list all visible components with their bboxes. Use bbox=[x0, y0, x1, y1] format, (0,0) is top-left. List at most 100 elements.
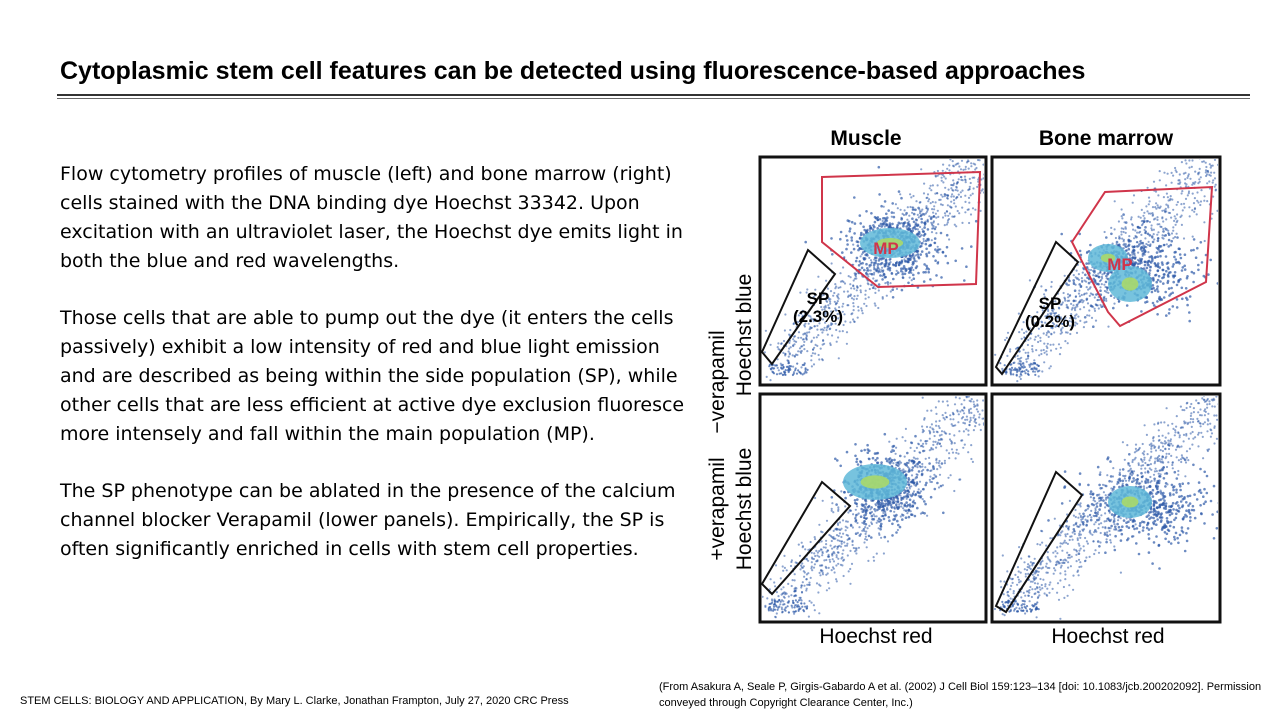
density-core bbox=[1100, 253, 1116, 263]
event-dot bbox=[869, 508, 872, 511]
event-dot bbox=[1153, 238, 1156, 241]
event-dot bbox=[1041, 321, 1044, 324]
event-dot bbox=[1213, 146, 1215, 148]
event-dot bbox=[905, 464, 908, 467]
event-dot bbox=[967, 208, 970, 211]
event-dot bbox=[914, 224, 917, 227]
event-dot bbox=[836, 551, 839, 554]
event-dot bbox=[1141, 249, 1144, 253]
event-dot bbox=[835, 328, 838, 332]
event-dot bbox=[882, 217, 885, 220]
event-dot bbox=[1085, 262, 1088, 265]
event-dot bbox=[854, 532, 858, 535]
event-dot bbox=[1016, 576, 1020, 579]
event-dot bbox=[953, 202, 956, 205]
event-dot bbox=[889, 290, 892, 293]
event-dot bbox=[1210, 164, 1213, 167]
event-dot bbox=[1165, 269, 1168, 273]
event-dot bbox=[960, 159, 964, 162]
event-dot bbox=[895, 437, 898, 440]
event-dot bbox=[905, 486, 908, 489]
event-dot bbox=[1156, 239, 1160, 243]
event-dot bbox=[886, 216, 889, 219]
event-dot bbox=[798, 347, 802, 350]
event-dot bbox=[897, 221, 901, 225]
event-dot bbox=[1025, 330, 1028, 333]
event-dot bbox=[1030, 368, 1033, 371]
event-dot bbox=[1154, 206, 1157, 209]
event-dot bbox=[847, 275, 850, 278]
event-dot bbox=[912, 212, 916, 216]
event-dot bbox=[1131, 201, 1134, 204]
event-dot bbox=[878, 193, 881, 196]
event-dot bbox=[971, 151, 973, 153]
event-dot bbox=[814, 554, 817, 558]
event-dot bbox=[975, 421, 978, 424]
event-dot bbox=[840, 527, 843, 530]
event-dot bbox=[930, 189, 933, 192]
event-dot bbox=[833, 315, 837, 318]
event-dot bbox=[1018, 331, 1021, 334]
event-dot bbox=[806, 350, 809, 353]
event-dot bbox=[812, 348, 815, 351]
event-dot bbox=[1124, 479, 1128, 482]
event-dot bbox=[837, 506, 840, 509]
event-dot bbox=[885, 212, 888, 216]
event-dot bbox=[827, 296, 830, 300]
event-dot bbox=[1226, 146, 1228, 148]
event-dot bbox=[1150, 229, 1154, 232]
event-dot bbox=[944, 432, 947, 435]
event-dot bbox=[1151, 240, 1155, 244]
event-dot bbox=[934, 201, 937, 204]
event-dot bbox=[1180, 460, 1183, 464]
event-dot bbox=[1223, 392, 1225, 394]
event-dot bbox=[837, 336, 840, 339]
event-dot bbox=[1142, 220, 1146, 224]
event-dot bbox=[919, 235, 922, 238]
event-dot bbox=[765, 625, 767, 627]
event-dot bbox=[969, 416, 972, 419]
event-dot bbox=[886, 540, 890, 543]
event-dot bbox=[808, 331, 811, 334]
event-dot bbox=[1145, 296, 1149, 299]
event-dot bbox=[1161, 234, 1164, 237]
event-dot bbox=[906, 480, 910, 484]
event-dot bbox=[1120, 230, 1123, 233]
event-dot bbox=[795, 561, 798, 565]
event-dot bbox=[789, 328, 792, 332]
event-dot bbox=[951, 451, 955, 454]
event-dot bbox=[851, 312, 854, 315]
event-dot bbox=[1162, 196, 1165, 199]
event-dot bbox=[803, 602, 806, 605]
event-dot bbox=[784, 352, 787, 355]
event-dot bbox=[960, 176, 963, 179]
event-dot bbox=[788, 347, 791, 350]
event-dot bbox=[931, 448, 935, 451]
event-dot bbox=[1002, 593, 1005, 596]
event-dot bbox=[1028, 279, 1031, 282]
event-dot bbox=[983, 149, 985, 151]
event-dot bbox=[850, 239, 854, 242]
event-dot bbox=[1020, 596, 1023, 599]
event-dot bbox=[1146, 453, 1149, 456]
event-dot bbox=[887, 209, 890, 212]
event-dot bbox=[1110, 226, 1113, 229]
event-dot bbox=[856, 316, 859, 319]
event-dot bbox=[949, 414, 952, 417]
event-dot bbox=[1089, 243, 1092, 247]
event-dot bbox=[1014, 147, 1016, 149]
event-dot bbox=[907, 228, 910, 231]
event-dot bbox=[1176, 213, 1179, 216]
event-dot bbox=[1158, 223, 1161, 226]
event-dot bbox=[1231, 392, 1233, 394]
event-dot bbox=[957, 162, 960, 165]
event-dot bbox=[1063, 296, 1066, 299]
event-dot bbox=[837, 509, 840, 512]
event-dot bbox=[1190, 249, 1193, 252]
event-dot bbox=[935, 216, 938, 219]
event-dot bbox=[1086, 302, 1090, 305]
event-dot bbox=[932, 443, 935, 446]
event-dot bbox=[946, 261, 950, 265]
event-dot bbox=[928, 244, 931, 248]
event-dot bbox=[941, 484, 944, 487]
